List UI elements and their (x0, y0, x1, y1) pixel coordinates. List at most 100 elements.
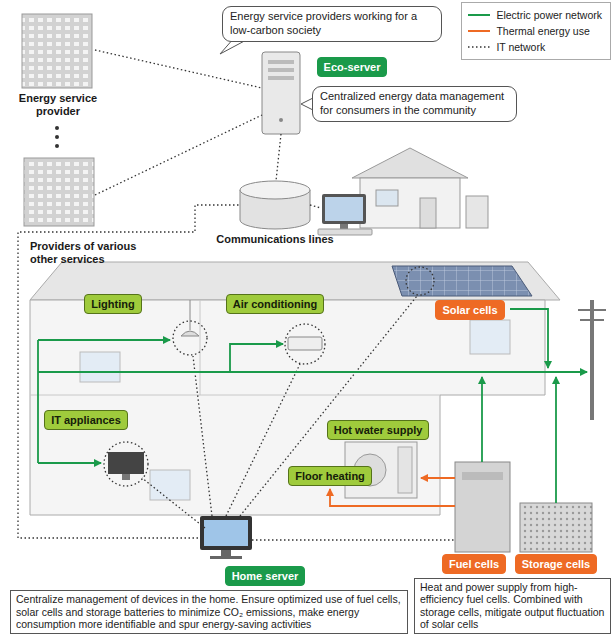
utility-pole (578, 310, 606, 320)
home-server-monitor (204, 520, 248, 546)
lamp (190, 300, 191, 330)
fuel-cell-unit (455, 462, 510, 552)
small-house (420, 198, 436, 228)
device-ring (104, 442, 148, 486)
node-text: Home server (232, 569, 299, 583)
television (108, 452, 144, 474)
small-house (360, 178, 460, 228)
storage-cell-unit (520, 503, 592, 552)
small-house (466, 196, 488, 228)
small-house (352, 148, 488, 228)
it-network-line (310, 205, 321, 208)
home-server-monitor (221, 550, 231, 556)
it-network-line (193, 356, 212, 516)
legend-text: IT network (496, 41, 545, 53)
computer (340, 224, 348, 229)
legend-entry: IT network (496, 39, 602, 55)
device-ring (104, 267, 434, 486)
house (30, 262, 560, 515)
power-line (38, 462, 101, 464)
node-text: Centralize management of devices in the … (16, 593, 402, 631)
it-network-line (95, 50, 262, 88)
server-tower (262, 52, 300, 134)
device-ring (285, 324, 325, 364)
legend-entry: Thermal energy use (496, 23, 602, 39)
server-tower (279, 118, 283, 122)
storage-cell-unit (520, 503, 592, 552)
office-building (22, 14, 94, 226)
description-box: Centralize management of devices in the … (10, 590, 408, 634)
television (108, 452, 144, 480)
it-network-line (240, 296, 417, 516)
ellipsis-dots (55, 144, 59, 148)
server-tower (262, 52, 300, 134)
legend-sample-heat (468, 30, 490, 32)
communications-cylinder (240, 181, 310, 199)
lamp (181, 300, 199, 336)
device-ring (406, 267, 434, 295)
legend-sample (462, 3, 496, 63)
source-tag: Storage cells (515, 554, 597, 574)
computer (322, 194, 366, 224)
television (122, 474, 130, 480)
lamp (181, 331, 199, 336)
heat-pump-unit (398, 447, 412, 493)
node-text: Air conditioning (233, 297, 317, 311)
solar-panel (392, 266, 532, 296)
device-tag: IT appliances (44, 410, 128, 430)
node-text: Fuel cells (449, 557, 499, 571)
legend-text: Electric power network (496, 9, 602, 21)
office-building (22, 14, 92, 88)
node-text: IT appliances (51, 413, 121, 427)
it-network-line (252, 539, 455, 540)
computer (325, 197, 363, 221)
part-label: Energy service provider (12, 92, 104, 118)
house (30, 300, 440, 395)
power-line (38, 339, 170, 341)
home-server-monitor (210, 556, 242, 559)
it-network-line (276, 134, 281, 181)
legend-sample-power (468, 14, 490, 16)
office-building (24, 158, 94, 226)
node-text: Storage cells (522, 557, 590, 571)
small-house (352, 148, 468, 178)
ellipsis-dots (55, 126, 59, 148)
legend-sample-it (468, 46, 490, 47)
ellipsis-dots (55, 135, 59, 139)
heat-line (330, 489, 455, 506)
power-line (38, 371, 587, 373)
legend-entry: Electric power network (496, 7, 602, 23)
node-text: Eco-server (324, 60, 381, 74)
air-conditioner (288, 337, 322, 350)
description-box: Heat and power supply from high-efficien… (414, 578, 611, 634)
house (470, 320, 510, 354)
callout-bubble: Energy service providers working for a l… (222, 6, 442, 42)
solar-panel (392, 266, 532, 296)
home-server-monitor (200, 516, 252, 550)
it-network-line (226, 364, 300, 516)
power-line (37, 340, 39, 463)
it-network-line (18, 50, 455, 540)
ellipsis-dots (55, 126, 59, 130)
node-text: Centralized energy data management for c… (320, 90, 509, 118)
communications-cylinder (240, 181, 310, 229)
computer (318, 194, 372, 235)
source-tag: Solar cells (435, 300, 504, 320)
server-tag: Eco-server (317, 57, 388, 77)
device-tag: Air conditioning (226, 294, 324, 314)
device-tag: Floor heating (288, 466, 372, 486)
fuel-cell-unit (462, 472, 503, 480)
node-text: Floor heating (295, 469, 365, 483)
heat-line (421, 477, 455, 479)
node-text: Energy service providers working for a l… (230, 10, 434, 38)
device-ring (173, 321, 207, 355)
device-tag: Lighting (84, 294, 141, 314)
power-line (555, 377, 557, 503)
house (150, 470, 190, 500)
it-network-line (95, 115, 262, 195)
power-line (230, 344, 283, 372)
server-tower (268, 76, 294, 80)
device-tag: Hot water supply (327, 420, 430, 440)
part-label: Communications lines (205, 233, 345, 246)
